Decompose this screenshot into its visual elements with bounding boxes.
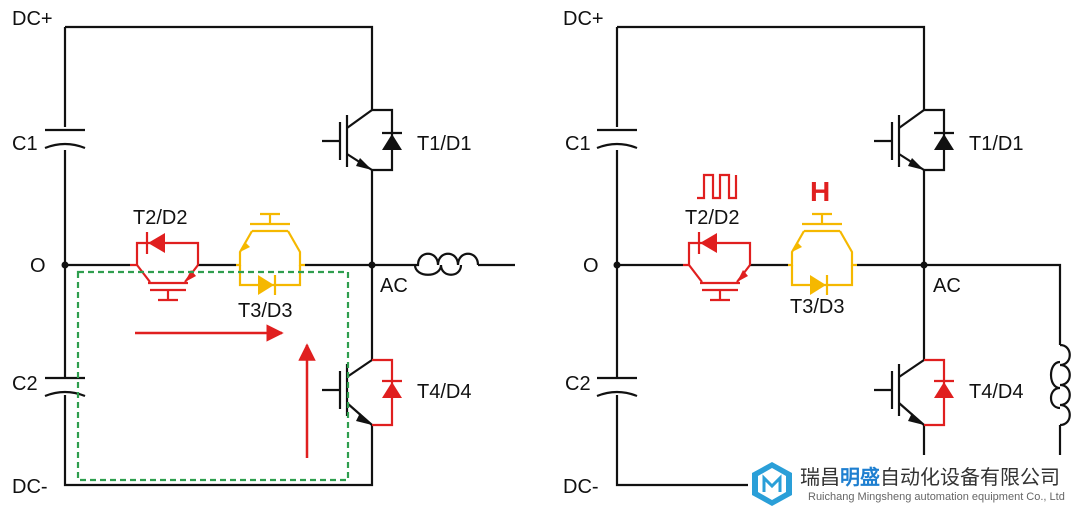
capacitor-c2-right [596, 376, 638, 398]
right-c1-label: C1 [565, 133, 591, 155]
logo-hexagon-icon [752, 462, 792, 506]
capacitor-c1 [44, 128, 86, 150]
left-t2-label: T2/D2 [133, 207, 187, 229]
igbt-t3-yellow-right [788, 212, 857, 295]
company-logo: 瑞昌明盛自动化设备有限公司 Ruichang Mingsheng automat… [748, 455, 1080, 507]
right-circuit: DC+ C1 O C2 DC- T1/D1 T2/D2 T3/D3 T4/D4 … [563, 8, 1071, 498]
right-dc-plus-label: DC+ [563, 8, 604, 30]
igbt-t2-red [130, 232, 200, 302]
right-t3-label: T3/D3 [790, 296, 844, 318]
right-dc-minus-label: DC- [563, 476, 599, 498]
left-t4-label: T4/D4 [417, 381, 471, 403]
igbt-t2-red-right [683, 232, 752, 302]
logo-en-text: Ruichang Mingsheng automation equipment … [808, 491, 1065, 503]
left-t3-label: T3/D3 [238, 300, 292, 322]
left-ac-label: AC [380, 275, 408, 297]
igbt-t1-right [874, 108, 954, 172]
t3-gate-high-label: H [810, 176, 830, 207]
right-t1-label: T1/D1 [969, 133, 1023, 155]
right-ac-label: AC [933, 275, 961, 297]
right-t2-label: T2/D2 [685, 207, 739, 229]
igbt-t3-yellow [236, 212, 305, 295]
right-c2-label: C2 [565, 373, 591, 395]
left-circuit: DC+ C1 O C2 DC- T1/D1 T2/D2 T3/D3 T4/D4 … [12, 8, 515, 498]
inductor [405, 252, 480, 276]
igbt-t4-right [874, 358, 954, 427]
capacitor-c1-right [596, 128, 638, 150]
igbt-t1 [322, 108, 402, 172]
pwm-pulse-icon [697, 173, 738, 200]
left-dc-plus-label: DC+ [12, 8, 53, 30]
right-o-label: O [583, 255, 599, 277]
inductor-vertical [1049, 343, 1071, 427]
left-dc-minus-label: DC- [12, 476, 48, 498]
current-loop [76, 270, 350, 482]
left-c2-label: C2 [12, 373, 38, 395]
right-t4-label: T4/D4 [969, 381, 1023, 403]
logo-cn-text: 瑞昌明盛自动化设备有限公司 [800, 465, 1060, 489]
left-o-label: O [30, 255, 46, 277]
left-c1-label: C1 [12, 133, 38, 155]
igbt-t4 [322, 358, 402, 427]
left-t1-label: T1/D1 [417, 133, 471, 155]
